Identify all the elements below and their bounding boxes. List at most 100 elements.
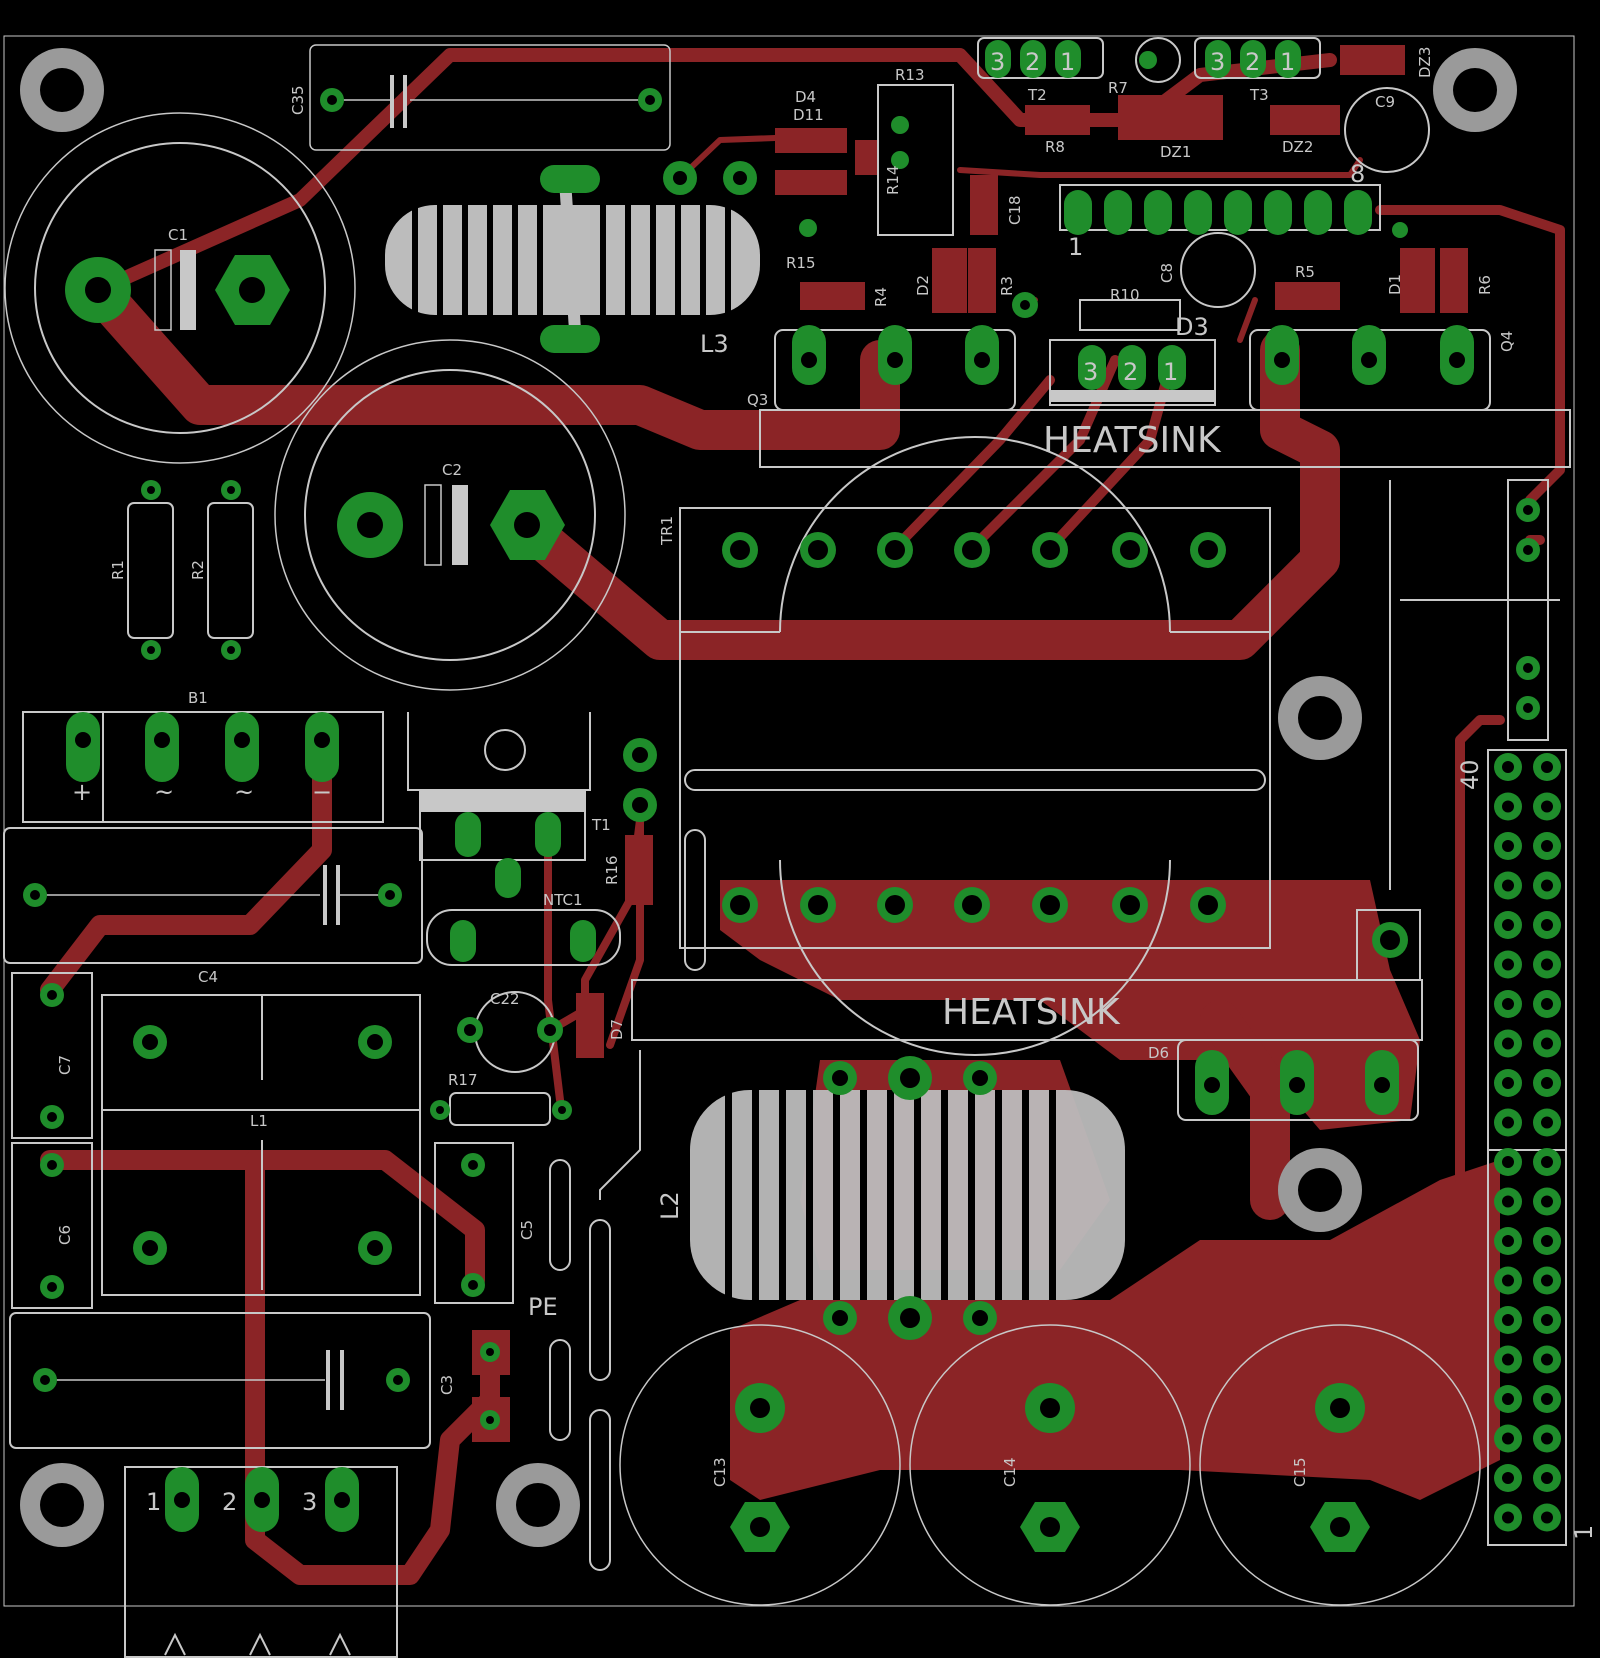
- label-q4: Q4: [1498, 331, 1516, 352]
- label-r15: R15: [786, 254, 816, 272]
- label-r14: R14: [884, 165, 902, 195]
- label-c7: C7: [56, 1055, 74, 1075]
- label-r8: R8: [1045, 138, 1065, 156]
- header-pin-drill: [1502, 1077, 1514, 1089]
- label-d4: D4: [795, 88, 816, 106]
- t2-pin-2: 2: [1025, 48, 1040, 76]
- label-r3: R3: [998, 276, 1016, 296]
- header-pin-drill: [1502, 1511, 1514, 1524]
- header-pin-drill: [1502, 1353, 1514, 1366]
- header-pin-drill: [1541, 761, 1553, 773]
- b1-mark-minus: −: [312, 778, 332, 806]
- label-r2: R2: [189, 560, 207, 580]
- label-c13: C13: [711, 1457, 729, 1487]
- label-c2: C2: [442, 461, 462, 479]
- label-c15: C15: [1291, 1457, 1309, 1487]
- label-d1: D1: [1386, 274, 1404, 295]
- header-pin-drill: [1541, 1314, 1553, 1326]
- header-pin-drill: [1502, 1156, 1514, 1168]
- header-pin-drill: [1541, 1393, 1553, 1405]
- label-d7: D7: [608, 1019, 626, 1040]
- header-pin-drill: [1541, 998, 1553, 1010]
- label-q3: Q3: [747, 391, 768, 409]
- b1-mark-ac1: ~: [154, 778, 174, 806]
- label-d2: D2: [914, 275, 932, 296]
- t2-pin-3: 3: [990, 48, 1005, 76]
- header-pin-drill: [1502, 1274, 1514, 1287]
- label-heatsink-bottom: HEATSINK: [942, 992, 1121, 1033]
- b1-mark-ac2: ~: [234, 778, 254, 806]
- label-t1: T1: [591, 816, 611, 834]
- terminal-pin-3: 3: [302, 1488, 317, 1516]
- label-c22: C22: [490, 990, 520, 1008]
- pads: [23, 40, 1561, 1552]
- header-pin-drill: [1541, 1116, 1553, 1129]
- label-d11: D11: [793, 106, 824, 124]
- silkscreen-layer: [3, 37, 1571, 1658]
- header-pin-drill: [1541, 800, 1553, 813]
- header-pin-drill: [1541, 840, 1553, 852]
- b1-mark-plus: +: [72, 778, 92, 806]
- header-pin-drill: [1502, 879, 1514, 892]
- header-pin-drill: [1502, 998, 1514, 1010]
- header-pin-drill: [1541, 1511, 1553, 1524]
- header-pin-drill: [1502, 1037, 1514, 1050]
- label-dz1: DZ1: [1160, 143, 1191, 161]
- label-pin-40: 40: [1456, 759, 1484, 790]
- header-pin-drill: [1541, 1156, 1553, 1168]
- label-dz2: DZ2: [1282, 138, 1313, 156]
- d3-pin-3: 3: [1083, 358, 1098, 386]
- t3-pin-3: 3: [1210, 48, 1225, 76]
- label-c18: C18: [1006, 195, 1024, 225]
- silkscreen-labels: C35 C1 C2 L3 R13 D4 D11 R14 R15 C18 T2 T…: [56, 47, 1598, 1540]
- label-d3: D3: [1175, 313, 1209, 341]
- t3-pin-2: 2: [1245, 48, 1260, 76]
- header-pin-drill: [1541, 879, 1553, 892]
- header-pin-drill: [1541, 1077, 1553, 1089]
- terminal-pin-2: 2: [222, 1488, 237, 1516]
- header-pin-drill: [1502, 1314, 1514, 1326]
- smd-parts: [472, 45, 1468, 1442]
- d3-pin-2: 2: [1123, 358, 1138, 386]
- label-t3: T3: [1249, 86, 1269, 104]
- header-pin-drill: [1502, 761, 1514, 773]
- label-c9: C9: [1375, 93, 1395, 111]
- label-c1: C1: [168, 226, 188, 244]
- label-r7: R7: [1108, 79, 1128, 97]
- label-c14: C14: [1001, 1457, 1019, 1487]
- header-pin-drill: [1541, 1195, 1553, 1208]
- label-c3: C3: [438, 1375, 456, 1395]
- label-pe: PE: [528, 1293, 558, 1321]
- header-pin-drill: [1541, 1274, 1553, 1287]
- header-pin-drill: [1502, 1116, 1514, 1129]
- label-c6: C6: [56, 1225, 74, 1245]
- label-r4: R4: [872, 287, 890, 307]
- header-pin-drill: [1502, 958, 1514, 971]
- label-c4: C4: [198, 968, 218, 986]
- t3-pin-1: 1: [1280, 48, 1295, 76]
- label-t2: T2: [1027, 86, 1047, 104]
- header-pin-drill: [1502, 1472, 1514, 1484]
- header-pin-drill: [1502, 840, 1514, 852]
- label-ntc1: NTC1: [543, 891, 583, 909]
- label-r13: R13: [895, 66, 925, 84]
- label-r10: R10: [1110, 286, 1140, 304]
- d3-pin-1: 1: [1163, 358, 1178, 386]
- label-tr1: TR1: [658, 516, 676, 546]
- label-pin-8-ic: 8: [1350, 160, 1365, 188]
- header-pin-drill: [1502, 1235, 1514, 1247]
- label-r1: R1: [109, 560, 127, 580]
- label-b1: B1: [188, 689, 208, 707]
- terminal-pin-1: 1: [146, 1488, 161, 1516]
- header-pin-drill: [1541, 1235, 1553, 1247]
- mounting-holes: [20, 48, 1517, 1547]
- label-d6: D6: [1148, 1044, 1169, 1062]
- header-pin-drill: [1541, 1432, 1553, 1445]
- label-r6: R6: [1476, 275, 1494, 295]
- label-l1: L1: [250, 1112, 268, 1130]
- label-c5: C5: [518, 1220, 536, 1240]
- label-r16: R16: [603, 855, 621, 885]
- label-c8: C8: [1158, 263, 1176, 283]
- header-pin-drill: [1502, 1393, 1514, 1405]
